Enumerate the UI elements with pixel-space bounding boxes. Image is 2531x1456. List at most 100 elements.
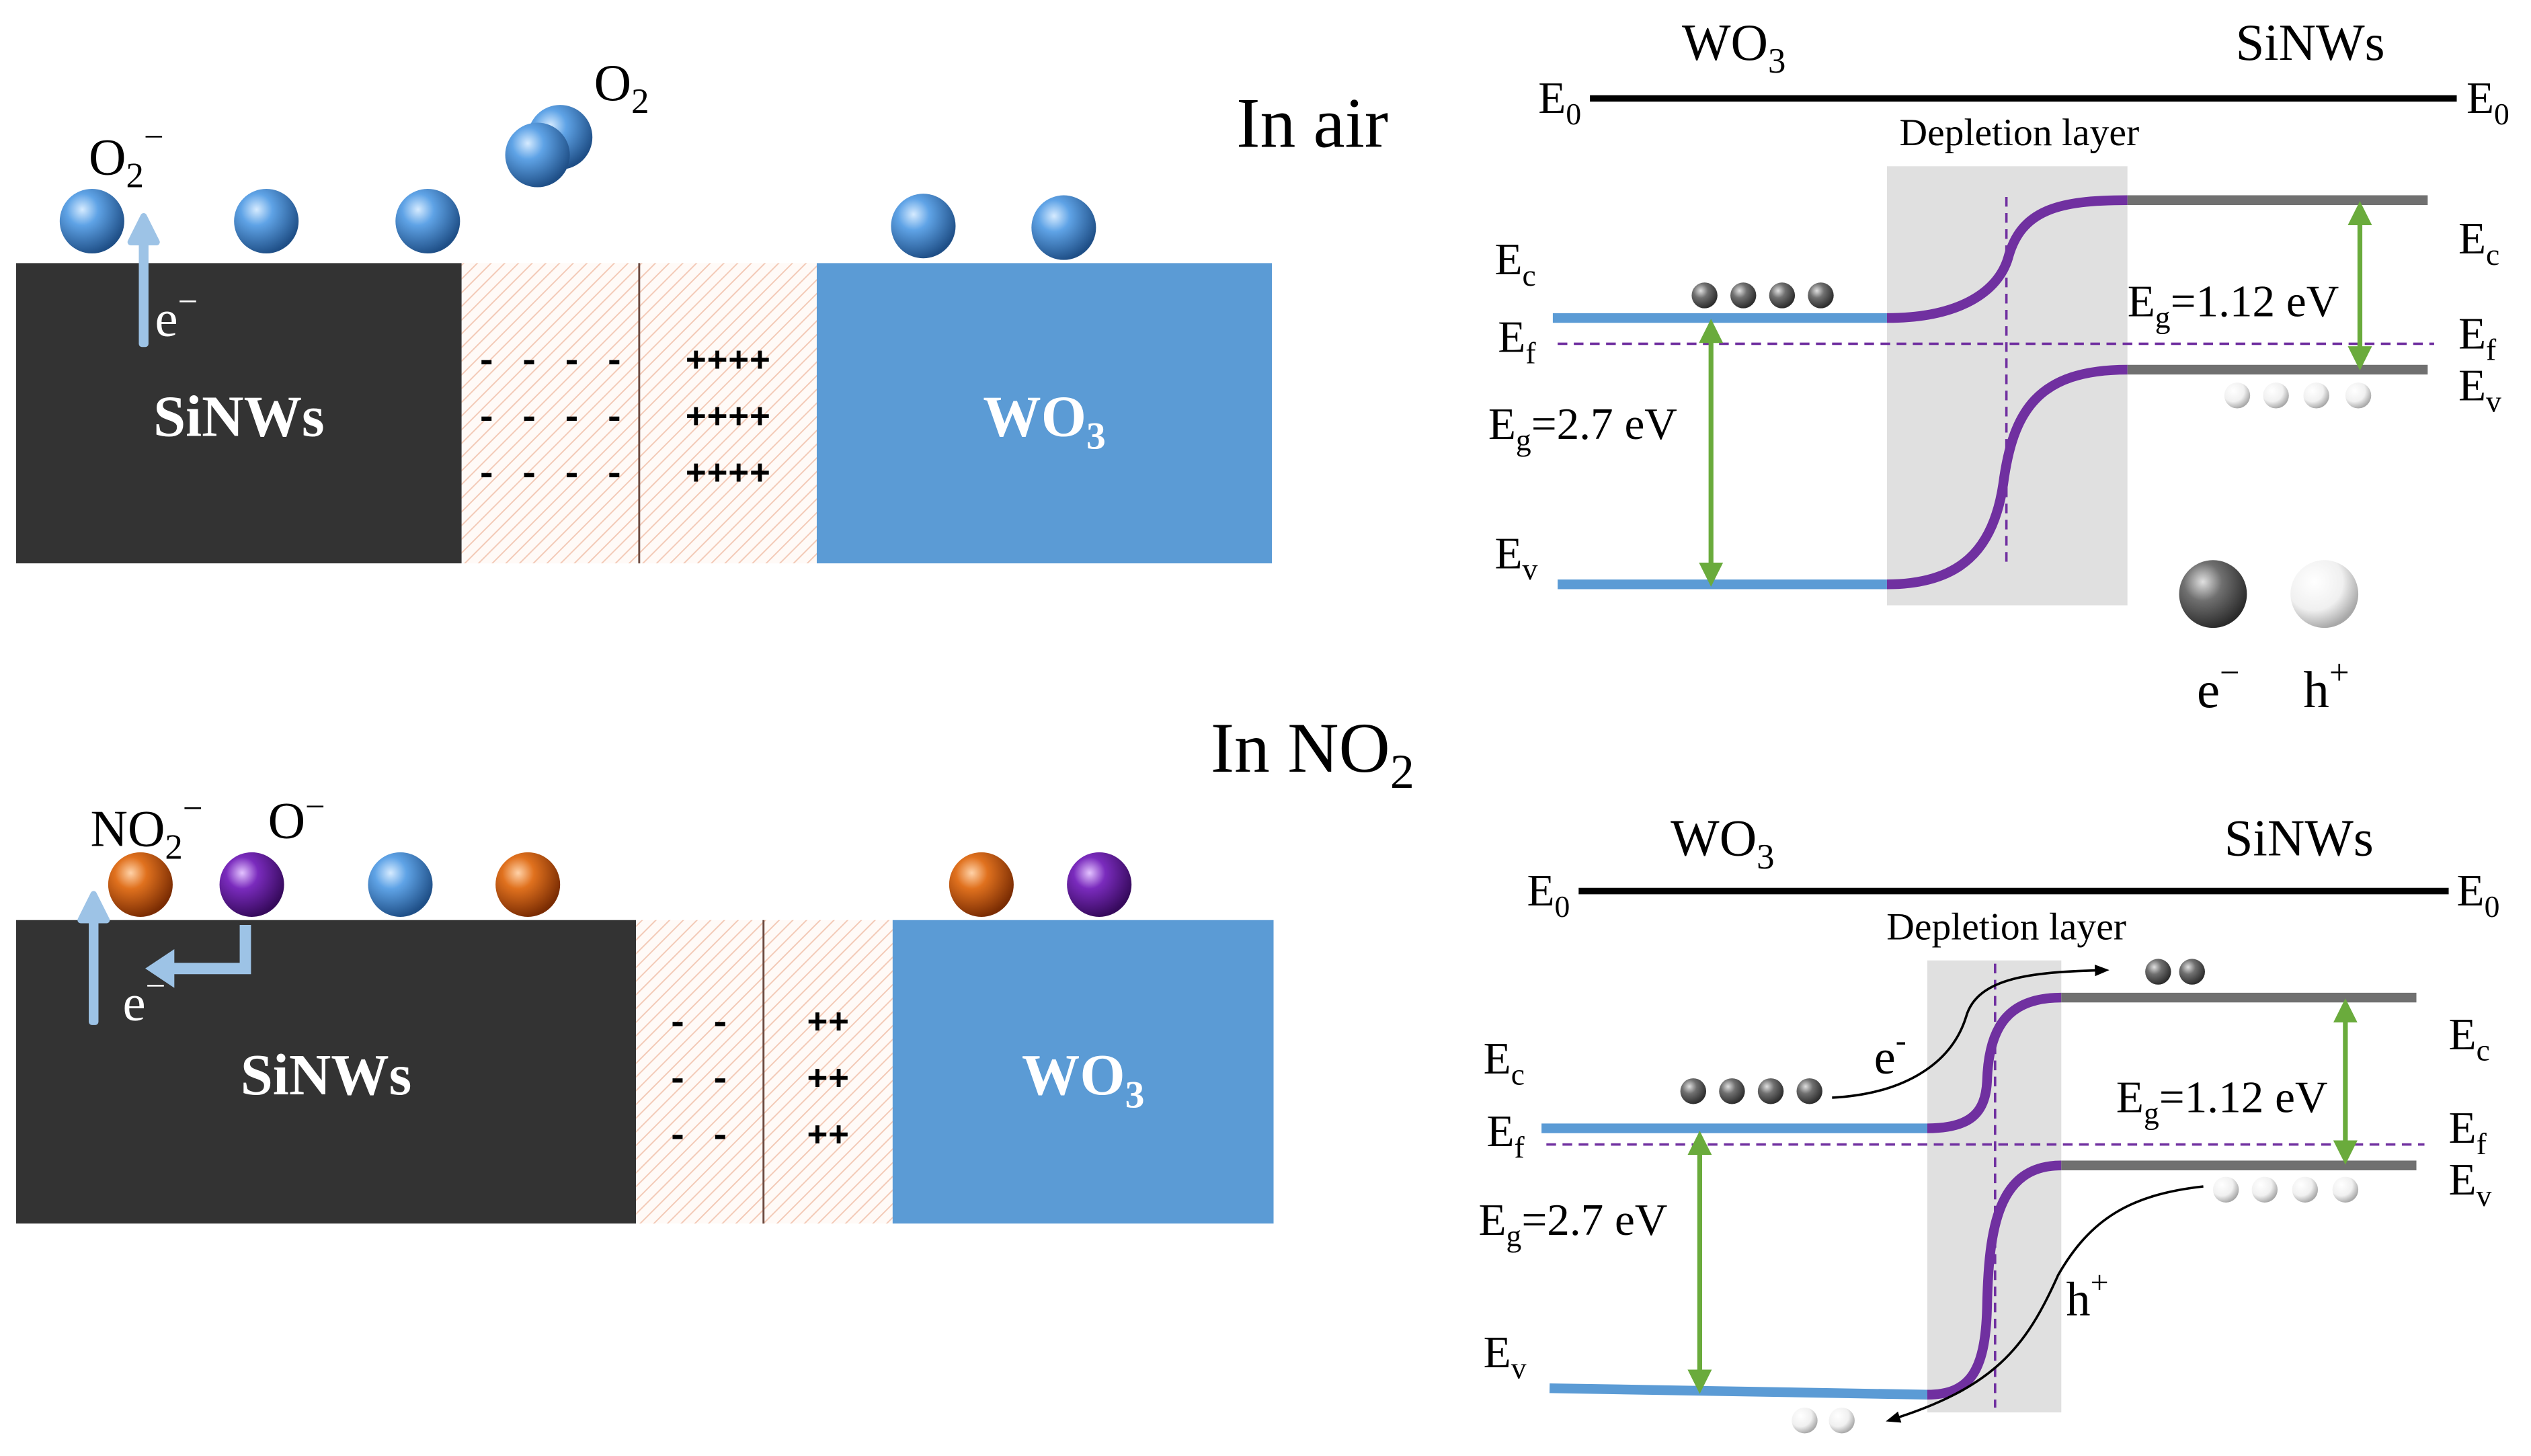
o2-molecule-atom [505,122,570,188]
no2minus-sphere [949,852,1014,917]
conduction-band-bending [1886,195,2128,323]
depletion-negative-region [461,263,639,564]
positive-charge-row-3: ++ [807,1117,849,1157]
adsorbed-oxygen-sphere [368,852,433,917]
ec-label-wo3: Ec [1484,1033,1525,1092]
hole-particle [2251,1176,2278,1203]
positive-charge-row-2: ++ [807,1060,849,1100]
sinws-side-label: SiNWs [2224,810,2374,867]
in-no2-title: In NO2 [1211,709,1414,799]
electron-transfer-arrow [77,891,110,1025]
electron-particle [1691,282,1718,309]
hole-flow-label: h+ [2066,1264,2108,1326]
hole-particle [2332,1176,2359,1203]
depletion-positive-region [763,920,893,1224]
depletion-layer-region [1886,166,2128,606]
electron-particle [2145,959,2171,985]
electron-return-arrowhead [145,948,175,988]
wo3-block [816,263,1273,564]
adsorbed-o2minus-sphere [59,188,124,254]
legend-electron-sphere [2179,560,2247,629]
o2-label: O2 [594,54,649,121]
hole-particle [2345,382,2372,409]
adsorbed-oxygen-sphere [234,188,299,254]
hole-particle [1792,1407,1818,1434]
ef-label-sinws: Ef [2449,1102,2487,1161]
negative-charge-row-2: - - [667,1060,731,1100]
electron-particle [1719,1078,1745,1104]
sinws-label: SiNWs [153,384,325,448]
sinws-block [16,263,462,564]
electron-particle [1757,1078,1784,1104]
wo3-label: WO3 [983,384,1105,457]
electron-return-arrow [167,924,251,975]
electron-flow-label: e- [1874,1022,1906,1084]
no2minus-label: NO2− [90,789,202,867]
negative-charge-row-2: - - - - [476,398,625,438]
ef-label-wo3: Ef [1486,1106,1525,1164]
adsorbed-oxygen-sphere [891,194,956,259]
depletion-layer-label: Depletion layer [1899,112,2139,154]
conduction-band-bending [1927,992,2062,1133]
no2minus-sphere [108,852,173,917]
wo3-bandgap-label: Eg=2.7 eV [1488,399,1677,457]
wo3-block [892,920,1274,1224]
vacuum-level-label-right: E0 [2457,865,2500,924]
positive-charge-row-3: ++++ [686,454,771,495]
adsorbed-oxygen-sphere [395,188,460,254]
negative-charge-row-1: - - [667,1004,731,1044]
electron-flow-arrow [1832,964,2110,1099]
wo3-side-label: WO3 [1682,14,1785,81]
sinws-label: SiNWs [241,1043,412,1107]
wo3-side-label: WO3 [1671,810,1774,877]
sinws-side-label: SiNWs [2236,14,2385,71]
hole-particle [2303,382,2329,409]
electron-particle [1796,1078,1822,1104]
ominus-sphere [219,852,284,917]
wo3-valence-band [1549,1383,1928,1400]
wo3-label: WO3 [1022,1043,1144,1116]
valence-band-bending [1886,364,2128,590]
hole-particle [2292,1176,2319,1203]
ev-label-sinws: Ev [2458,360,2501,419]
electron-particle [2179,959,2205,985]
ef-label-wo3: Ef [1498,311,1536,370]
legend-hole-label: h+ [2303,653,2349,719]
in-air-title: In air [1236,84,1388,163]
ominus-label: O− [268,787,325,849]
in-air-schematic: SiNWs WO3 - - - - - - - - - - - - ++++ +… [16,54,1388,564]
vacuum-level-label-left: E0 [1527,865,1570,924]
positive-charge-row-1: ++ [807,1004,849,1044]
hole-particle [2263,382,2289,409]
ev-label-wo3: Ev [1484,1327,1527,1385]
legend-electron-label: e− [2197,653,2240,719]
positive-charge-row-1: ++++ [686,341,771,382]
sinws-bandgap-label: Eg=1.12 eV [2116,1072,2328,1131]
vacuum-level-label-left: E0 [1538,73,1581,131]
ec-label-sinws: Ec [2449,1009,2490,1067]
hole-particle [2224,382,2251,409]
adsorbed-oxygen-sphere [1031,195,1096,260]
legend-hole-sphere [2290,560,2359,629]
ominus-sphere [1067,852,1132,917]
electron-label: e− [155,282,198,348]
electron-particle [1808,282,1834,309]
hole-particle [1829,1407,1855,1434]
hole-flow-arrow [1886,1185,2204,1423]
electron-particle [1680,1078,1707,1104]
depletion-layer-label: Depletion layer [1886,906,2126,948]
negative-charge-row-1: - - - - [476,341,625,382]
electron-particle [1730,282,1757,309]
electron-particle [1769,282,1796,309]
no2minus-sphere [495,852,561,917]
ef-label-sinws: Ef [2458,309,2497,367]
band-diagram-in-air: Depletion layer E0 E0 WO3 SiNWs Ec Ef Ev… [1488,14,2509,719]
ec-label-wo3: Ec [1494,234,1535,292]
depletion-positive-region [639,263,817,564]
wo3-bandgap-label: Eg=2.7 eV [1478,1195,1667,1253]
electron-label: e− [122,967,165,1032]
o2minus-label: O2− [89,118,164,196]
band-diagram-in-no2: Depletion layer E0 E0 WO3 SiNWs Ec Ef Ev [1478,810,2499,1434]
electron-transfer-arrow [127,212,160,348]
